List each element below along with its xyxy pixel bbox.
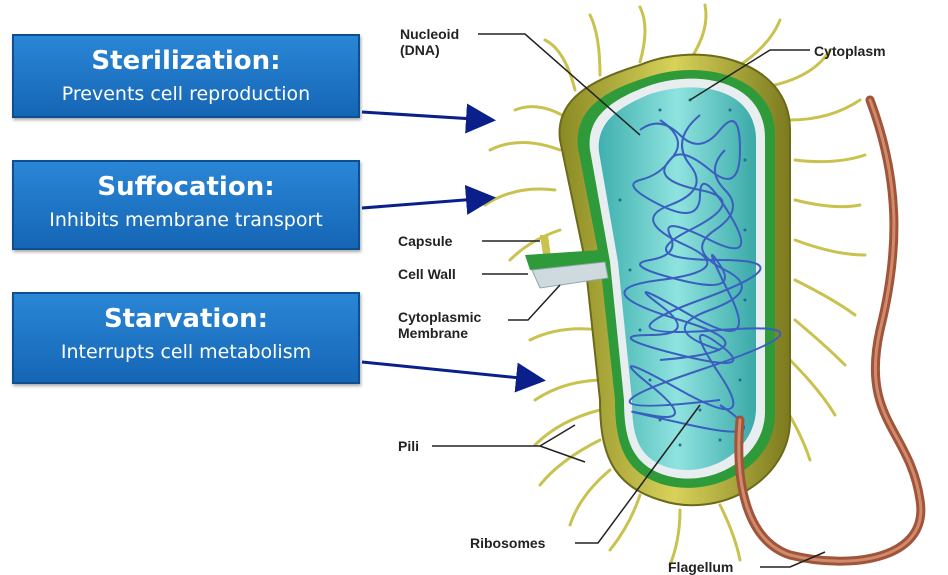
nucleoid-label: Nucleoid (DNA) (400, 26, 459, 58)
cell-wall-label: Cell Wall (398, 266, 456, 282)
pili-leader (432, 425, 585, 462)
sterilization-arrow (362, 112, 490, 120)
ribosomes-label: Ribosomes (470, 535, 545, 551)
starvation-arrow (362, 362, 540, 380)
membrane-leader (508, 285, 560, 320)
pili-label: Pili (398, 438, 419, 454)
cytoplasmic-membrane-label: Cytoplasmic Membrane (398, 309, 481, 341)
suffocation-arrow (362, 198, 490, 208)
capsule-label: Capsule (398, 233, 452, 249)
cytoplasm-label: Cytoplasm (814, 43, 886, 59)
